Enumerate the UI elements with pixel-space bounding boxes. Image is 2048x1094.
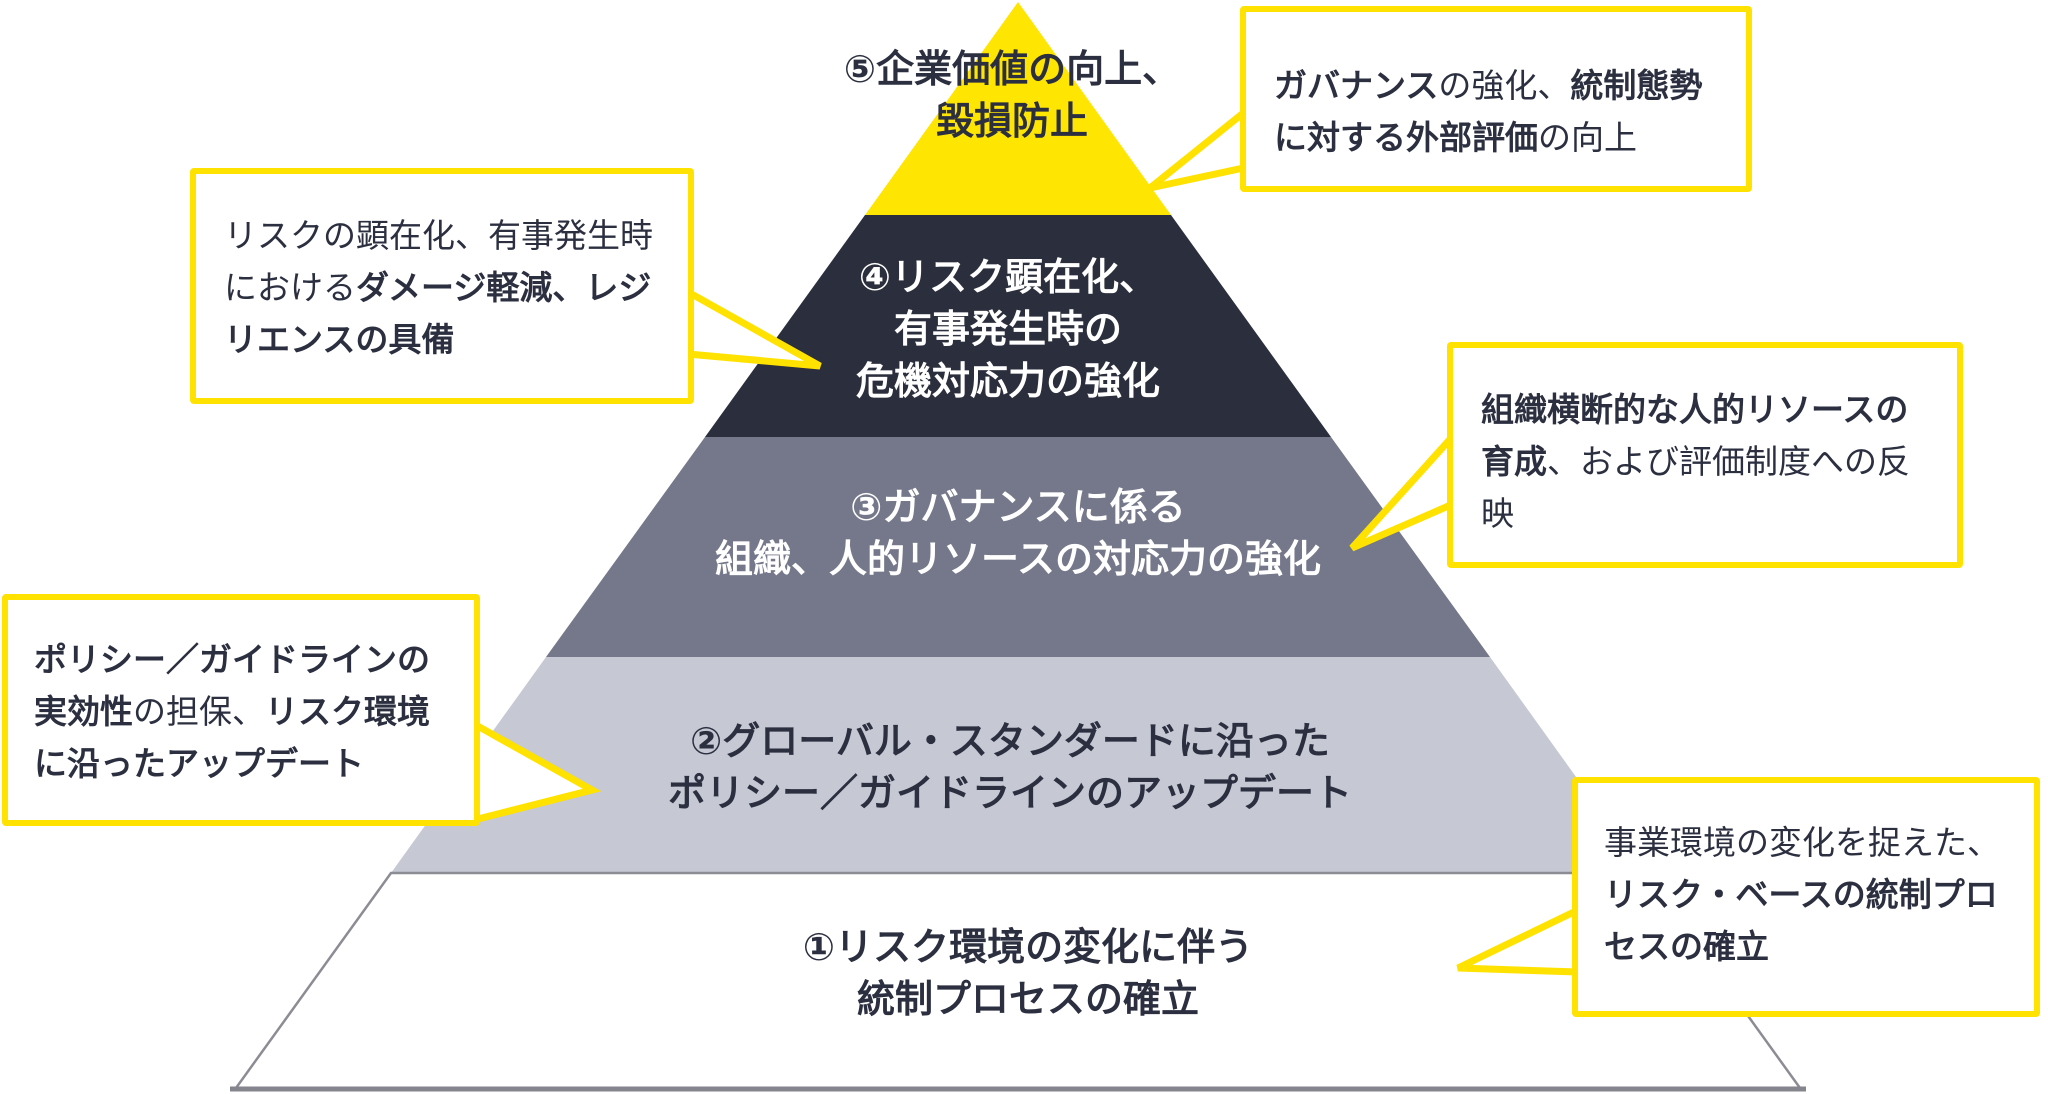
- pyramid-level-2: [391, 657, 1645, 873]
- level-4-label-line-1: ④リスク顕在化、: [858, 257, 1158, 299]
- level-4-label-line-3: 危機対応力の強化: [855, 361, 1160, 403]
- pyramid-level-5: [865, 2, 1171, 215]
- callout-risk-materialization: リスクの顕在化、有事発生時におけるダメージ軽減、レジリエンスの具備: [190, 168, 694, 404]
- level-3-label: ③ガバナンスに係る 組織、人的リソースの対応力の強化: [568, 482, 1468, 586]
- level-5-label: ⑤企業価値の向上、 毀損防止: [562, 44, 1462, 148]
- callout-policy-effectiveness: ポリシー／ガイドラインの実効性の担保、リスク環境に沿ったアップデート: [2, 594, 480, 826]
- level-1-label-line-2: 統制プロセスの確立: [856, 979, 1199, 1021]
- level-3-label-line-1: ③ガバナンスに係る: [850, 487, 1186, 529]
- callout-governance-evaluation: ガバナンスの強化、統制態勢に対する外部評価の向上: [1240, 6, 1752, 192]
- level-1-label: ①リスク環境の変化に伴う 統制プロセスの確立: [578, 922, 1478, 1026]
- pyramid-level-4: [705, 215, 1331, 437]
- level-2-label-line-2: ポリシー／ガイドラインのアップデート: [667, 773, 1352, 815]
- level-2-label: ②グローバル・スタンダードに沿った ポリシー／ガイドラインのアップデート: [560, 716, 1460, 820]
- level-1-label-line-1: ①リスク環境の変化に伴う: [802, 927, 1254, 969]
- level-5-label-line-2: 毀損防止: [935, 101, 1088, 143]
- level-2-label-line-1: ②グローバル・スタンダードに沿った: [690, 721, 1330, 763]
- callout-control-process: 事業環境の変化を捉えた、リスク・ベースの統制プロセスの確立: [1572, 777, 2040, 1017]
- level-5-label-line-1: ⑤企業価値の向上、: [843, 49, 1181, 91]
- level-4-label: ④リスク顕在化、 有事発生時の 危機対応力の強化: [558, 252, 1458, 408]
- level-3-label-line-2: 組織、人的リソースの対応力の強化: [714, 539, 1322, 581]
- callout-human-resources: 組織横断的な人的リソースの育成、および評価制度への反映: [1447, 342, 1963, 568]
- pyramid-level-3: [546, 437, 1490, 657]
- level-4-label-line-2: 有事発生時の: [893, 309, 1122, 351]
